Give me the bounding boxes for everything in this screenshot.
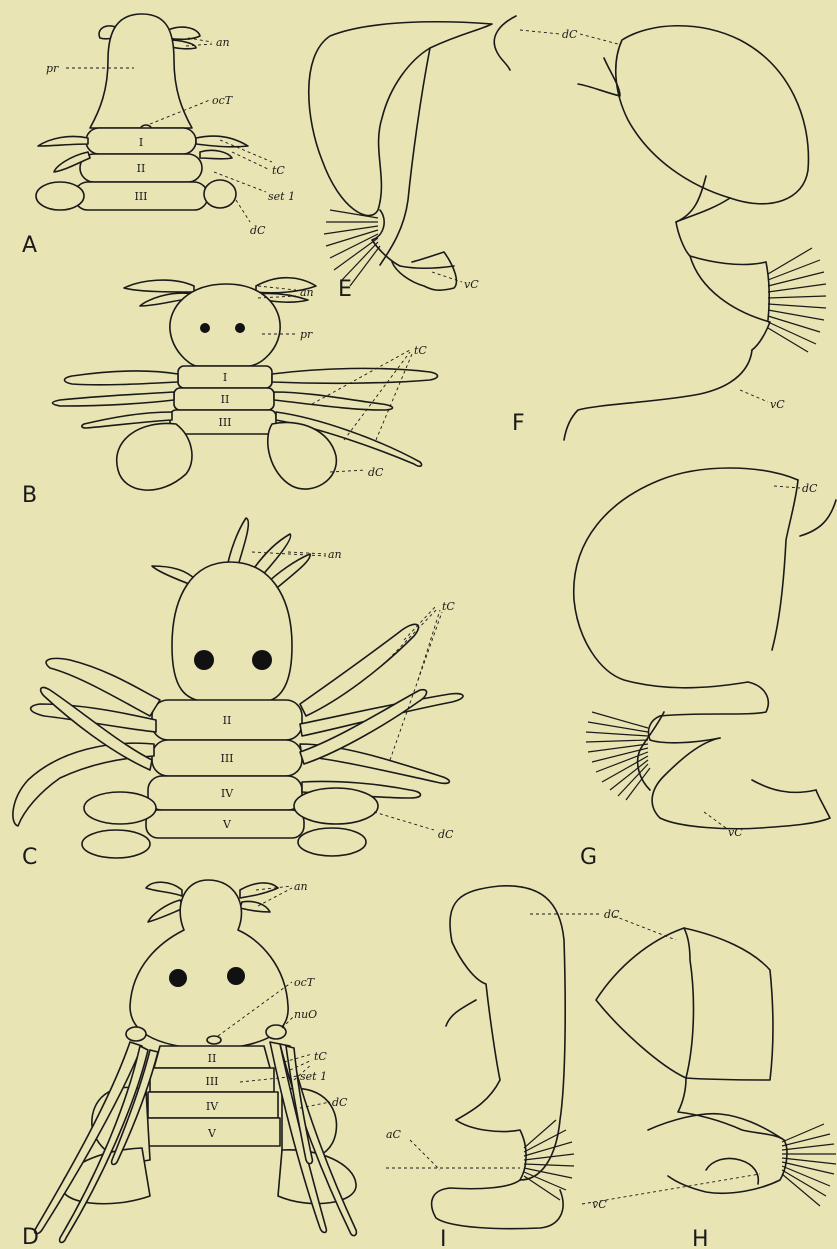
segment-label: III	[220, 752, 233, 765]
segment-label: II	[208, 1052, 217, 1065]
panel-e: dC vC E	[309, 16, 618, 302]
segment-label: II	[221, 393, 230, 406]
segment-label: III	[134, 190, 147, 203]
panel-letter-g: G	[580, 845, 597, 870]
panel-letter-a: A	[22, 233, 37, 258]
segment-label: I	[139, 136, 143, 149]
label-vC: vC	[770, 398, 785, 411]
label-dC: dC	[368, 466, 384, 479]
label-an: an	[328, 548, 342, 561]
label-tC: tC	[272, 164, 285, 177]
label-vC: vC	[592, 1198, 607, 1211]
segment-label: IV	[206, 1100, 219, 1113]
label-set1: set 1	[268, 190, 295, 203]
panel-i: aC I	[386, 886, 676, 1249]
label-set1: set 1	[300, 1070, 327, 1083]
panel-letter-i: I	[440, 1227, 447, 1249]
panel-c: an tC dC II III IV V C	[13, 518, 463, 870]
segment-label: I	[223, 371, 227, 384]
label-nuO: nuO	[294, 1008, 317, 1021]
panel-f: vC F	[512, 26, 826, 440]
label-ocT: ocT	[294, 976, 316, 989]
label-dC: dC	[562, 28, 578, 41]
label-ocT: ocT	[212, 94, 234, 107]
label-an: an	[294, 880, 308, 893]
label-tC: tC	[442, 600, 455, 613]
segment-label: III	[205, 1075, 218, 1088]
label-dC: dC	[332, 1096, 348, 1109]
label-tC: tC	[414, 344, 427, 357]
panel-letter-b: B	[22, 483, 37, 508]
chaetae-bundle	[586, 712, 650, 800]
panel-letter-c: C	[22, 845, 37, 870]
panel-d: an ocT nuO tC set 1 dC II III IV V D	[22, 880, 356, 1249]
chaetae-bundle	[768, 248, 826, 352]
segment-label: II	[223, 714, 232, 727]
chaetae-bundle	[324, 210, 380, 286]
panel-letter-e: E	[338, 277, 352, 302]
label-an: an	[300, 286, 314, 299]
label-an: an	[216, 36, 230, 49]
label-aC: aC	[386, 1128, 402, 1141]
panel-b: an pr tC dC I II III B	[22, 278, 438, 508]
segment-label: II	[137, 162, 146, 175]
segment-label: IV	[221, 787, 234, 800]
label-dC: dC	[604, 908, 620, 921]
label-dC: dC	[250, 224, 266, 237]
segment-label: III	[218, 416, 231, 429]
panel-letter-h: H	[692, 1227, 709, 1249]
label-vC: vC	[728, 826, 743, 839]
panel-letter-d: D	[22, 1225, 39, 1249]
segment-label: V	[222, 818, 232, 831]
label-pr: pr	[46, 62, 59, 75]
panel-letter-f: F	[512, 411, 525, 436]
label-dC: dC	[802, 482, 818, 495]
label-tC: tC	[314, 1050, 327, 1063]
panel-h: dC vC H	[582, 908, 836, 1249]
segment-label: V	[207, 1127, 217, 1140]
chaetae-bundle	[782, 1124, 836, 1206]
label-dC: dC	[438, 828, 454, 841]
label-pr: pr	[300, 328, 313, 341]
label-vC: vC	[464, 278, 479, 291]
panel-a: an pr ocT tC set 1 dC I II III A	[22, 14, 295, 258]
panel-g: dC vC G	[574, 468, 836, 870]
